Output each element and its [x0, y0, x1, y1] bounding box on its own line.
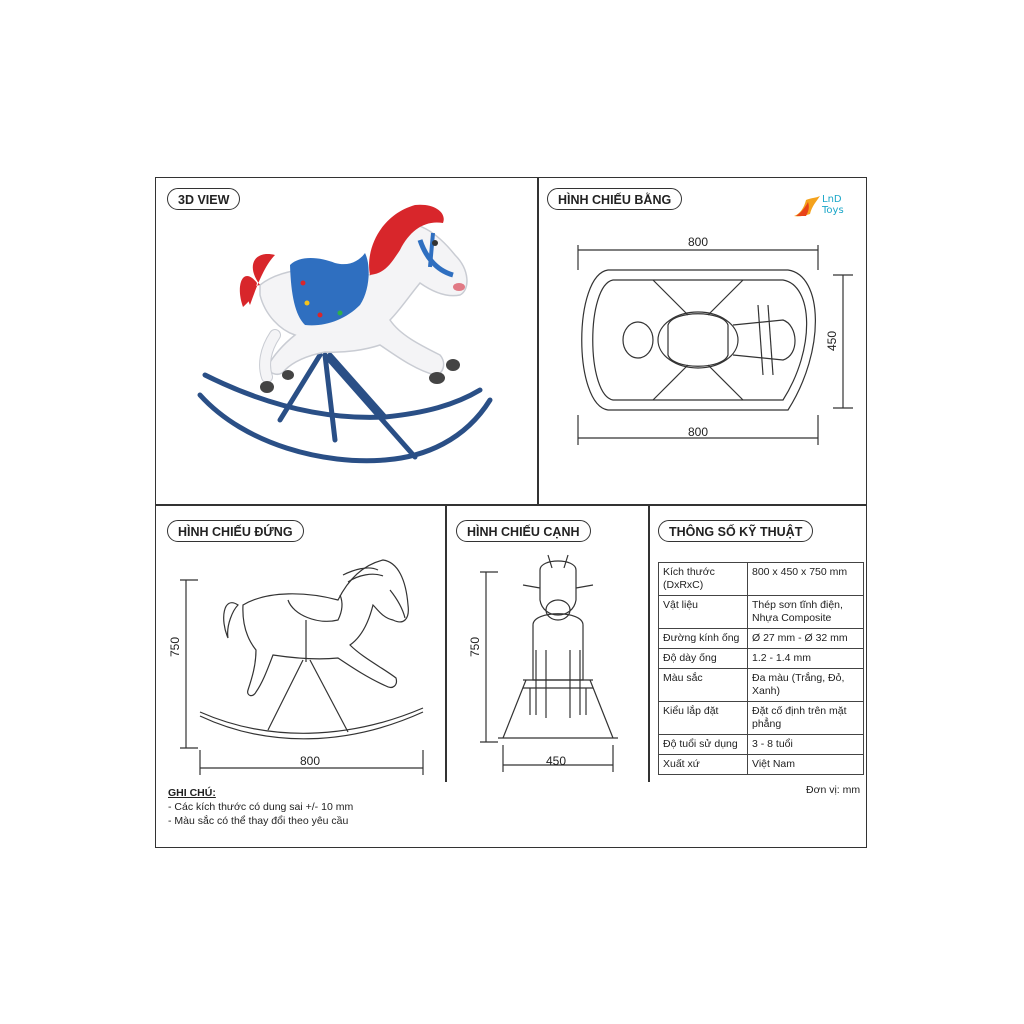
dim-side-width: 450 — [546, 754, 567, 768]
divider-vertical-top — [537, 177, 539, 504]
spec-label: Độ dày ống — [658, 648, 748, 669]
dim-top-width-top: 800 — [688, 235, 709, 249]
spec-value: Đa màu (Trắng, Đỏ, Xanh) — [747, 668, 864, 702]
spec-value: Đặt cố định trên mặt phẳng — [747, 701, 864, 735]
dim-side-height: 750 — [468, 636, 483, 658]
spec-value: Việt Nam — [747, 754, 864, 775]
spec-value: 1.2 - 1.4 mm — [747, 648, 864, 669]
label-front-view: HÌNH CHIẾU ĐỨNG — [167, 520, 304, 542]
spec-label: Kích thước (DxRxC) — [658, 562, 748, 596]
spec-label: Vật liệu — [658, 595, 748, 629]
divider-vertical-bottom-left — [445, 504, 447, 782]
divider-vertical-bottom-right — [648, 504, 650, 782]
spec-value: 3 - 8 tuổi — [747, 734, 864, 755]
label-side-view: HÌNH CHIẾU CẠNH — [456, 520, 591, 542]
front-view-drawing — [180, 559, 424, 775]
spec-label: Đường kính ống — [658, 628, 748, 649]
logo-text: LnD Toys — [822, 194, 844, 216]
logo-line-1: LnD — [822, 194, 842, 205]
horse-3d-image — [197, 204, 493, 464]
spec-row: Kích thước (DxRxC)800 x 450 x 750 mm — [658, 562, 864, 596]
spec-value: Ø 27 mm - Ø 32 mm — [747, 628, 864, 649]
dim-front-height: 750 — [168, 636, 183, 658]
spec-sheet — [155, 177, 867, 848]
spec-value: 800 x 450 x 750 mm — [747, 562, 864, 596]
lnd-toys-logo-icon — [794, 196, 820, 217]
side-view-drawing — [480, 554, 618, 772]
logo-line-2: Toys — [822, 205, 844, 216]
divider-horizontal — [155, 504, 867, 506]
top-view-drawing — [577, 245, 853, 445]
spec-label: Độ tuổi sử dụng — [658, 734, 748, 755]
dim-top-width-bottom: 800 — [688, 425, 709, 439]
unit-note: Đơn vị: mm — [806, 784, 861, 796]
spec-label: Màu sắc — [658, 668, 748, 702]
notes-heading: GHI CHÚ: — [168, 787, 216, 799]
spec-value: Thép sơn tĩnh điện, Nhựa Composite — [747, 595, 864, 629]
label-3d-view: 3D VIEW — [167, 188, 241, 210]
spec-label: Xuất xứ — [658, 754, 748, 775]
note-line-1: - Các kích thước có dung sai +/- 10 mm — [168, 801, 354, 813]
dim-top-depth: 450 — [825, 330, 840, 352]
notes: GHI CHÚ: - Các kích thước có dung sai +/… — [168, 786, 353, 828]
label-specs: THÔNG SỐ KỸ THUẬT — [658, 520, 814, 542]
dim-front-width: 800 — [300, 754, 321, 768]
note-line-2: - Màu sắc có thể thay đổi theo yêu cầu — [168, 815, 349, 827]
spec-label: Kiểu lắp đặt — [658, 701, 748, 735]
label-top-view: HÌNH CHIẾU BẰNG — [547, 188, 683, 210]
